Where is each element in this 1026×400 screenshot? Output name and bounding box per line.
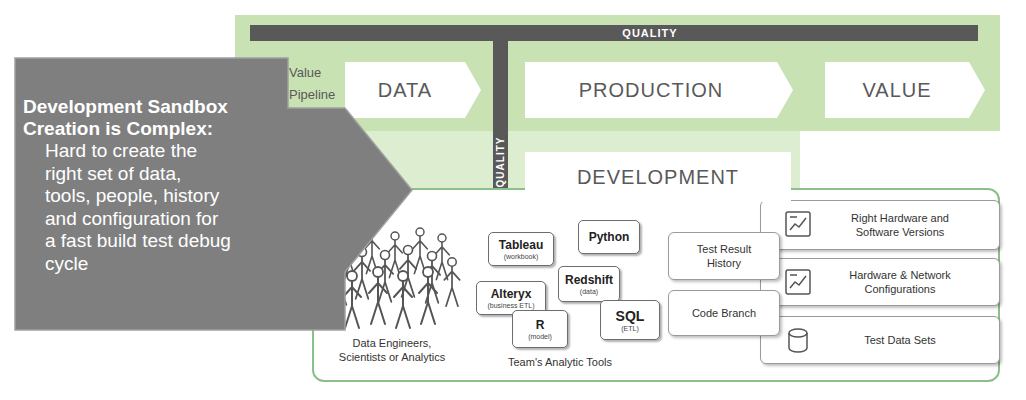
node-text: Redshift (565, 273, 613, 287)
config-icon (786, 212, 810, 236)
tool-box: Tableau(workbook) (488, 232, 554, 266)
node-text: Team's Analytic Tools (490, 355, 630, 369)
resource-box: Hardware & Network Configurations (760, 258, 1000, 306)
node-text: Test Result History (688, 242, 760, 270)
node-text: (business ETL) (487, 301, 534, 310)
node-text: Development Sandbox Creation is Complex: (23, 96, 273, 140)
node-text: R (536, 318, 545, 332)
resource-box: Test Data Sets (760, 316, 1000, 364)
quality-bar: QUALITY (493, 41, 508, 191)
pipeline-chevron: DATA (345, 62, 481, 118)
tool-box: Redshift(data) (558, 266, 620, 302)
node-text: Code Branch (688, 306, 760, 320)
pipeline-chevron: PRODUCTION (525, 62, 793, 118)
resource-box: Right Hardware and Software Versions (760, 200, 1000, 250)
quality-bar: QUALITY (250, 25, 978, 41)
node-text: (workbook) (504, 252, 539, 261)
tool-box: R(model) (512, 310, 568, 348)
node-text: Alteryx (491, 287, 532, 301)
config-icon (786, 270, 810, 294)
node-text: SQL (616, 308, 645, 324)
node-text: PRODUCTION (579, 78, 723, 102)
people-illustration (332, 228, 460, 328)
node-text: DATA (378, 78, 432, 102)
pipeline-chevron-shape (825, 62, 985, 118)
info-box: Code Branch (668, 290, 780, 336)
pipeline-chevron-shape (525, 62, 793, 118)
node-text: Test Data Sets (841, 333, 959, 347)
pipeline-chevron-shape (345, 62, 481, 118)
node-text: DEVELOPMENT (577, 165, 739, 189)
node-text: (data) (580, 287, 598, 296)
node-text: QUALITY (622, 25, 677, 41)
node-text: VALUE (862, 78, 931, 102)
band-label: Value Pipeline (289, 62, 345, 106)
database-icon (789, 329, 807, 352)
node-text: QUALITY (494, 137, 508, 188)
node-text: (model) (528, 332, 552, 341)
node-text: Tableau (499, 238, 543, 252)
sandbox-panel: Data Engineers, Scientists or AnalyticsT… (312, 188, 1000, 382)
callout-arrow: Development Sandbox Creation is Complex:… (15, 58, 412, 330)
node-text: (ETL) (621, 324, 639, 333)
node-text: Right Hardware and Software Versions (841, 211, 959, 239)
pipeline-chevron: VALUE (825, 62, 985, 118)
tool-box: Python (578, 220, 640, 254)
node-text: Python (589, 230, 630, 244)
node-text: Data Engineers, Scientists or Analytics (333, 336, 451, 364)
tool-box: SQL(ETL) (600, 300, 660, 340)
node-text: Hard to create the right set of data, to… (45, 140, 231, 275)
info-box: Test Result History (668, 232, 780, 280)
development-box: DEVELOPMENT (525, 152, 791, 202)
node-text: Hardware & Network Configurations (841, 268, 959, 296)
